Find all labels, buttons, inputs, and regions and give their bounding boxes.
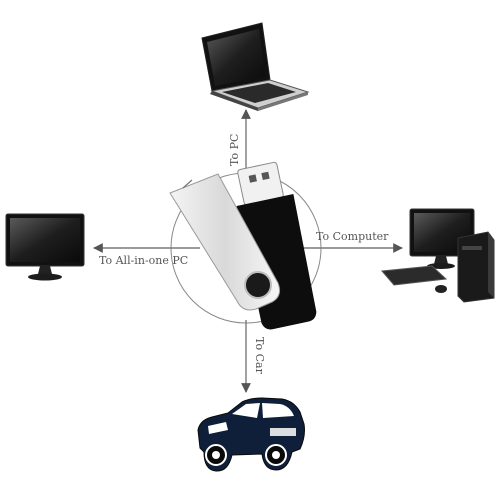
laptop-icon [201, 22, 310, 111]
label-to-computer: To Computer [316, 230, 389, 243]
monitor-icon [5, 213, 85, 281]
label-to-car: To Car [253, 337, 266, 375]
car-icon [197, 397, 305, 472]
label-to-pc: To PC [228, 134, 241, 166]
desktop-computer-icon [380, 208, 495, 303]
label-to-all-in-one-pc: To All-in-one PC [99, 254, 188, 267]
usb-flash-drive-icon [169, 161, 317, 330]
arrows [93, 109, 403, 393]
